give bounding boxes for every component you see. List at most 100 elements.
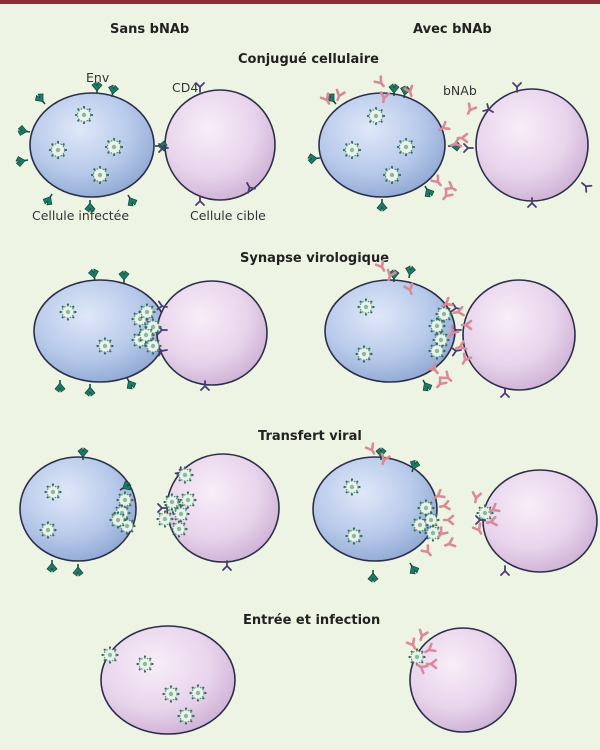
bnab-antibody-icon bbox=[380, 452, 391, 466]
bnab-antibody-icon bbox=[424, 642, 437, 654]
virion-icon bbox=[118, 517, 136, 535]
virion-icon bbox=[39, 521, 57, 539]
virion-icon bbox=[355, 345, 373, 363]
env-glycoprotein-icon bbox=[409, 562, 420, 575]
virion-icon bbox=[428, 317, 446, 335]
env-glycoprotein-icon bbox=[126, 377, 137, 390]
virion-icon bbox=[59, 303, 77, 321]
bnab-antibody-icon bbox=[430, 174, 442, 187]
env-glycoprotein-icon bbox=[375, 447, 387, 460]
bnab-antibody-icon bbox=[438, 120, 451, 132]
virion-icon bbox=[163, 493, 181, 511]
env-glycoprotein-icon bbox=[77, 447, 89, 460]
infected-cell bbox=[29, 92, 155, 198]
virion-icon bbox=[343, 478, 361, 496]
cd4-receptor-icon bbox=[500, 387, 510, 398]
env-glycoprotein-icon bbox=[88, 268, 99, 282]
virion-icon bbox=[136, 655, 154, 673]
env-glycoprotein-icon bbox=[307, 153, 321, 165]
cd4-receptor-icon bbox=[158, 143, 169, 153]
virion-icon bbox=[382, 165, 402, 185]
bnab-antibody-icon bbox=[448, 325, 460, 338]
virion-icon bbox=[435, 305, 453, 323]
bnab-antibody-icon bbox=[427, 362, 439, 375]
cd4-receptor-icon bbox=[463, 143, 474, 153]
bnab-antibody-icon bbox=[442, 514, 455, 526]
bnab-antibody-icon bbox=[488, 502, 501, 514]
target-cell-label: Cellule cible bbox=[190, 208, 266, 223]
bnab-antibody-icon bbox=[460, 319, 473, 331]
bnab-antibody-icon bbox=[403, 282, 414, 296]
target-cell bbox=[475, 88, 589, 202]
bnab-antibody-icon bbox=[436, 376, 448, 389]
env-glycoprotein-icon bbox=[72, 564, 84, 577]
env-glycoprotein-icon bbox=[409, 459, 421, 473]
virion-icon bbox=[138, 303, 156, 321]
bnab-antibody-icon bbox=[386, 268, 397, 282]
env-glycoprotein-icon bbox=[84, 200, 96, 213]
virion-icon bbox=[357, 298, 375, 316]
bnab-antibody-icon bbox=[443, 537, 457, 548]
virion-icon bbox=[476, 504, 494, 522]
bnab-antibody-icon bbox=[437, 526, 449, 539]
bnab-antibody-icon bbox=[319, 92, 331, 105]
bnab-antibody-icon bbox=[471, 522, 483, 535]
bnab-antibody-icon bbox=[452, 305, 465, 317]
virion-icon bbox=[48, 140, 68, 160]
infected-cell-label: Cellule infectée bbox=[32, 208, 130, 223]
virion-icon bbox=[109, 511, 127, 529]
env-glycoprotein-icon bbox=[388, 83, 400, 96]
bnab-antibody-icon bbox=[461, 352, 473, 365]
env-glycoprotein-icon bbox=[15, 156, 29, 167]
virion-icon bbox=[172, 505, 190, 523]
env-glycoprotein-icon bbox=[91, 81, 103, 94]
env-glycoprotein-icon bbox=[376, 199, 388, 212]
bnab-antibody-icon bbox=[441, 296, 454, 308]
virion-icon bbox=[104, 137, 124, 157]
top-accent-bar bbox=[0, 0, 600, 4]
env-glycoprotein-icon bbox=[367, 570, 379, 583]
bnab-antibody-icon bbox=[440, 370, 453, 382]
bnab-antibody-icon bbox=[471, 491, 483, 504]
cd4-receptor-icon bbox=[450, 346, 462, 357]
bnab-antibody-icon bbox=[416, 663, 429, 675]
virion-icon bbox=[90, 165, 110, 185]
virion-icon bbox=[170, 520, 188, 538]
section-title-cell-conjugate: Conjugué cellulaire bbox=[238, 52, 379, 67]
virion-icon bbox=[96, 337, 114, 355]
env-glycoprotein-icon bbox=[405, 265, 416, 279]
env-glycoprotein-icon bbox=[34, 93, 46, 105]
env-glycoprotein-icon bbox=[127, 194, 138, 207]
bnab-antibody-icon bbox=[485, 515, 498, 527]
bnab-antibody-icon bbox=[425, 658, 438, 670]
env-glycoprotein-icon bbox=[118, 270, 130, 283]
cd4-receptor-icon bbox=[195, 195, 205, 206]
bnab-antibody-icon bbox=[403, 84, 414, 98]
virion-icon bbox=[156, 510, 174, 528]
virion-icon bbox=[137, 326, 155, 344]
bnab-antibody-icon bbox=[373, 75, 385, 88]
virion-icon bbox=[424, 524, 442, 542]
virion-icon bbox=[342, 140, 362, 160]
target-cell bbox=[100, 625, 236, 735]
virion-icon bbox=[417, 499, 435, 517]
virion-icon bbox=[162, 685, 180, 703]
virion-icon bbox=[411, 516, 429, 534]
cd4-receptor-icon bbox=[527, 197, 537, 208]
env-glycoprotein-icon bbox=[424, 185, 435, 198]
virion-icon bbox=[428, 342, 446, 360]
bnab-antibody-icon bbox=[442, 188, 454, 201]
env-glycoprotein-icon bbox=[42, 193, 53, 206]
virion-icon bbox=[101, 646, 119, 664]
virion-icon bbox=[177, 707, 195, 725]
virion-icon bbox=[74, 105, 94, 125]
section-title-entry-infection: Entrée et infection bbox=[243, 613, 381, 628]
bnab-antibody-icon bbox=[444, 180, 457, 192]
bnab-antibody-icon bbox=[405, 637, 417, 650]
cd4-receptor-icon bbox=[482, 103, 494, 113]
target-cell bbox=[164, 89, 276, 201]
virion-icon bbox=[116, 491, 134, 509]
virion-icon bbox=[345, 527, 363, 545]
env-glycoprotein-icon bbox=[84, 384, 96, 397]
